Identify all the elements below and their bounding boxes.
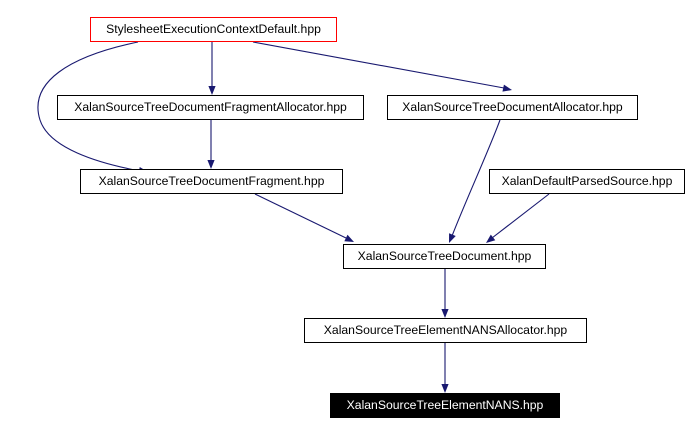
graph-arrowhead — [486, 234, 496, 243]
graph-edge-stylesheet_exec-to-doc_alloc — [252, 41, 505, 89]
graph-node-label: XalanSourceTreeDocumentAllocator.hpp — [402, 100, 623, 115]
graph-arrowhead — [502, 84, 512, 92]
graph-arrowhead — [208, 86, 216, 95]
graph-node-doc_fragment[interactable]: XalanSourceTreeDocumentFragment.hpp — [80, 169, 343, 194]
graph-node-nans_alloc[interactable]: XalanSourceTreeElementNANSAllocator.hpp — [304, 318, 587, 343]
graph-arrowhead — [207, 160, 215, 169]
graph-edge-default_parsed_source-to-document — [491, 193, 550, 239]
graph-arrowhead — [441, 384, 449, 393]
graph-node-label: XalanSourceTreeDocument.hpp — [357, 249, 532, 264]
graph-node-label: XalanSourceTreeDocumentFragment.hpp — [98, 174, 325, 189]
graph-node-default_parsed_source[interactable]: XalanDefaultParsedSource.hpp — [489, 169, 685, 194]
graph-edge-doc_fragment-to-document — [254, 193, 347, 239]
graph-node-label: XalanSourceTreeElementNANS.hpp — [346, 398, 544, 413]
graph-node-label: XalanDefaultParsedSource.hpp — [501, 174, 673, 189]
graph-node-label: XalanSourceTreeElementNANSAllocator.hpp — [323, 323, 568, 338]
graph-node-doc_fragment_alloc[interactable]: XalanSourceTreeDocumentFragmentAllocator… — [57, 95, 364, 120]
graph-node-label: StylesheetExecutionContextDefault.hpp — [106, 22, 321, 37]
graph-node-label: XalanSourceTreeDocumentFragmentAllocator… — [74, 100, 347, 115]
graph-edge-stylesheet_exec-to-doc_fragment — [37, 41, 141, 172]
graph-arrowhead — [449, 233, 456, 243]
graph-node-stylesheet_exec[interactable]: StylesheetExecutionContextDefault.hpp — [90, 17, 337, 42]
graph-arrowhead — [441, 309, 449, 318]
graph-arrowhead — [344, 234, 354, 242]
graph-node-nans[interactable]: XalanSourceTreeElementNANS.hpp — [330, 393, 560, 418]
graph-node-doc_alloc[interactable]: XalanSourceTreeDocumentAllocator.hpp — [387, 95, 638, 120]
graph-edge-doc_alloc-to-document — [451, 119, 501, 237]
graph-node-document[interactable]: XalanSourceTreeDocument.hpp — [343, 244, 546, 269]
